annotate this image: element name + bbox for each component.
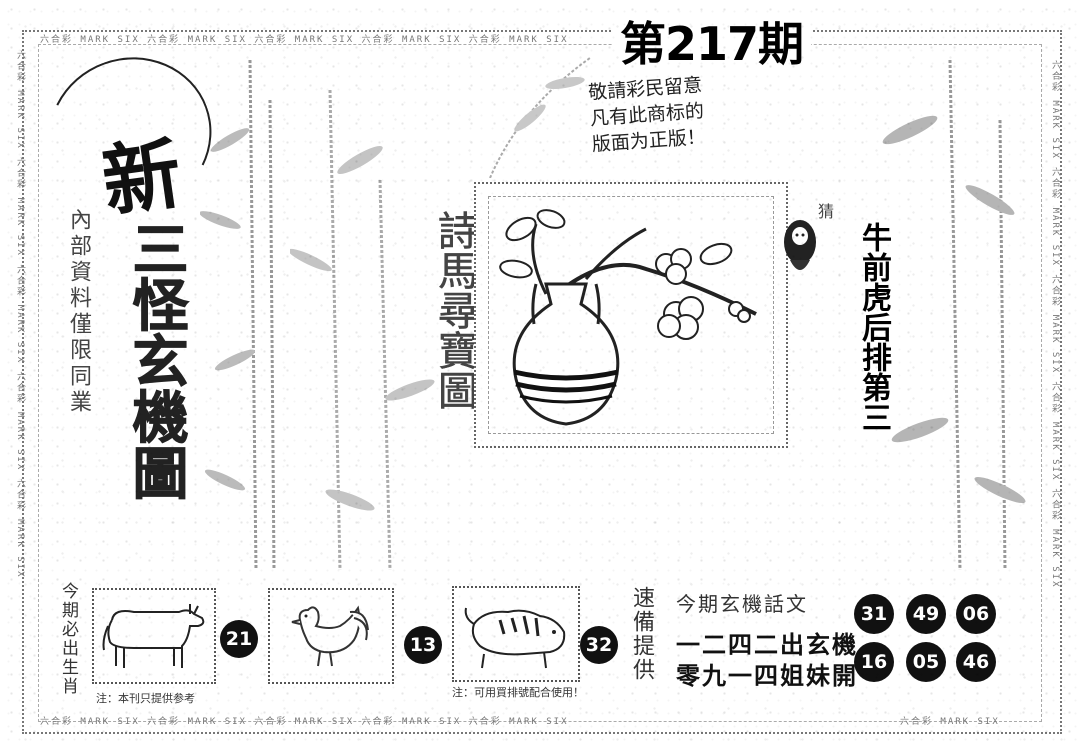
right-edge-watermark: 六合彩 MARK SIX 六合彩 MARK SIX 六合彩 MARK SIX 六… bbox=[1050, 60, 1060, 589]
zodiac-card-rooster bbox=[268, 588, 394, 684]
inner-dashed-frame bbox=[38, 44, 1042, 722]
lucky-number-1: 31 bbox=[854, 594, 894, 634]
lucky-number-4: 16 bbox=[854, 642, 894, 682]
verse-heading: 今期玄機話文 bbox=[676, 592, 808, 616]
caption-right: 注：可用買排號配合使用！ bbox=[452, 686, 584, 699]
zodiac-number-ox: 21 bbox=[220, 620, 258, 658]
tiger-icon bbox=[464, 607, 566, 669]
left-edge-watermark: 六合彩 MARK SIX 六合彩 MARK SIX 六合彩 MARK SIX 六… bbox=[15, 50, 25, 579]
badge-character: 新 bbox=[97, 128, 187, 229]
side-label-trade: 僅限同業 bbox=[66, 312, 91, 416]
verse-line-2: 零九一四姐妹開 bbox=[676, 661, 858, 690]
zodiac-side-label: 今期必出生肖 bbox=[58, 582, 78, 696]
vase-flower-icon bbox=[499, 209, 757, 426]
lucky-number-2: 49 bbox=[906, 594, 946, 634]
zodiac-number-tiger: 32 bbox=[580, 626, 618, 664]
riddle-hint: 牛前虎后排第三 bbox=[856, 222, 891, 432]
vase-picture-frame bbox=[474, 182, 788, 448]
zodiac-card-tiger bbox=[452, 586, 580, 682]
ox-icon bbox=[102, 604, 205, 668]
lucky-number-5: 05 bbox=[906, 642, 946, 682]
caption-left: 注：本刊只提供参考 bbox=[96, 692, 195, 705]
side-label-internal: 內部資料 bbox=[66, 208, 91, 312]
vase-picture-inner-frame bbox=[488, 196, 774, 434]
bottom-edge-watermark: 六合彩 MARK SIX 六合彩 MARK SIX 六合彩 MARK SIX 六… bbox=[40, 717, 569, 727]
figure-icon bbox=[784, 220, 816, 270]
authenticity-notice: 敬請彩民留意 凡有此商标的 版面为正版！ bbox=[587, 74, 707, 156]
guess-label: 猜 bbox=[818, 202, 835, 221]
zodiac-number-rooster: 13 bbox=[404, 626, 442, 664]
rooster-icon bbox=[291, 605, 369, 667]
lucky-number-6: 46 bbox=[956, 642, 996, 682]
verse-line-1: 一二四二出玄機 bbox=[676, 630, 858, 659]
bottom-right-edge-watermark: 六合彩 MARK SIX bbox=[900, 717, 1000, 727]
provider-side-label: 速備提供 bbox=[629, 586, 654, 682]
poem-title: 詩馬尋寶圖 bbox=[431, 210, 478, 411]
lucky-number-3: 06 bbox=[956, 594, 996, 634]
outer-dotted-frame bbox=[22, 30, 1062, 734]
top-edge-watermark: 六合彩 MARK SIX 六合彩 MARK SIX 六合彩 MARK SIX 六… bbox=[40, 35, 569, 45]
zodiac-card-ox bbox=[92, 588, 216, 684]
main-title: 三怪玄機圖 bbox=[123, 220, 190, 501]
issue-title: 第217期 bbox=[612, 8, 812, 74]
